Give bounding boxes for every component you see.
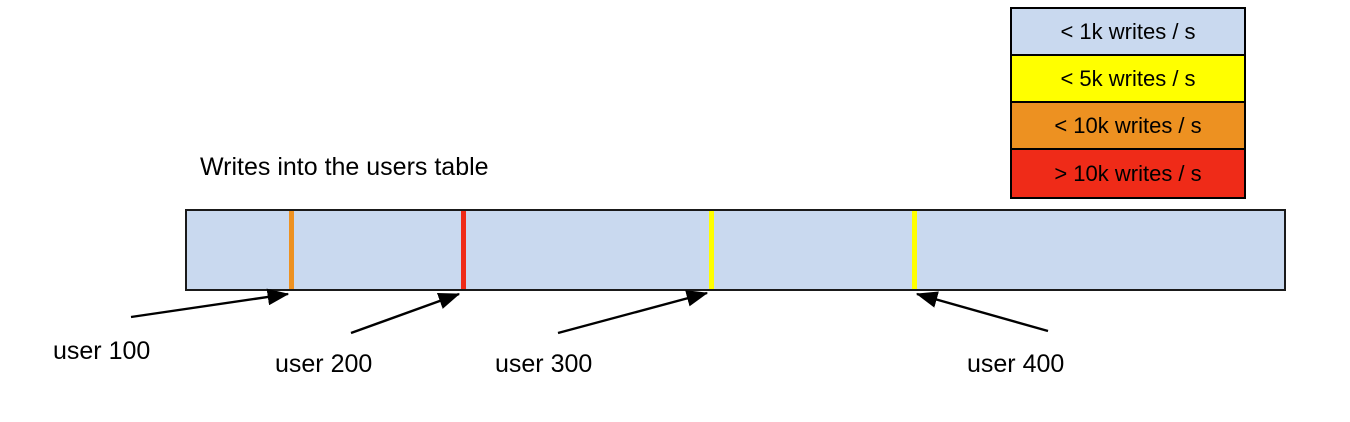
legend-label: < 5k writes / s xyxy=(1060,65,1196,91)
label-user-400: user 400 xyxy=(967,350,1065,378)
legend: < 1k writes / s < 5k writes / s < 10k wr… xyxy=(1010,7,1246,199)
label-user-200: user 200 xyxy=(275,350,373,378)
legend-label: < 1k writes / s xyxy=(1060,18,1196,44)
label-user-300: user 300 xyxy=(495,350,593,378)
legend-row-lt-1k: < 1k writes / s xyxy=(1012,9,1244,56)
marker-user-200 xyxy=(461,211,466,289)
legend-row-lt-10k: < 10k writes / s xyxy=(1012,103,1244,150)
arrow-user-200 xyxy=(350,292,461,335)
users-table-bar xyxy=(185,209,1286,291)
legend-label: < 10k writes / s xyxy=(1054,112,1202,138)
legend-label: > 10k writes / s xyxy=(1054,160,1202,186)
label-user-100: user 100 xyxy=(53,337,151,365)
marker-user-100 xyxy=(289,211,294,289)
arrow-user-300 xyxy=(557,290,709,335)
marker-user-400 xyxy=(912,211,917,289)
arrow-user-400 xyxy=(915,291,1049,333)
marker-user-300 xyxy=(709,211,714,289)
legend-row-gt-10k: > 10k writes / s xyxy=(1012,150,1244,197)
chart-title: Writes into the users table xyxy=(200,153,489,181)
arrow-user-100 xyxy=(130,288,290,319)
legend-row-lt-5k: < 5k writes / s xyxy=(1012,56,1244,103)
